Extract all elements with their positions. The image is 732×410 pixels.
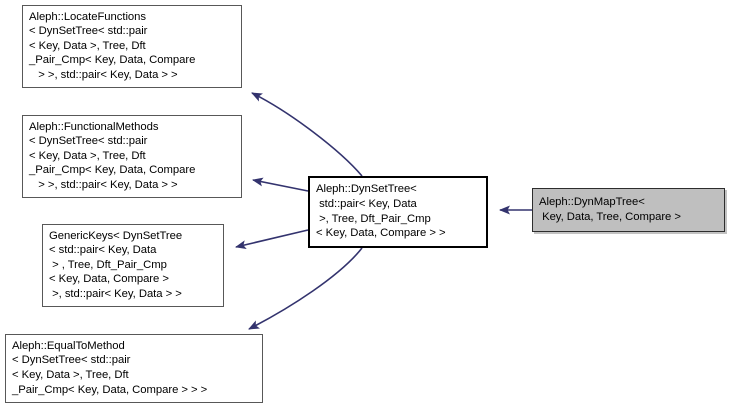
node-functional-methods-line-4: > >, std::pair< Key, Data > > — [29, 178, 178, 191]
node-generic-keys-line-2: > , Tree, Dft_Pair_Cmp — [49, 258, 167, 271]
node-functional-methods-line-1: < DynSetTree< std::pair — [29, 135, 148, 148]
node-dyn-set-tree-line-1: std::pair< Key, Data — [316, 197, 417, 210]
node-functional-methods-line-3: _Pair_Cmp< Key, Data, Compare — [29, 164, 196, 177]
node-generic-keys-line-4: >, std::pair< Key, Data > > — [49, 287, 182, 300]
node-dyn-set-tree[interactable]: Aleph::DynSetTree< std::pair< Key, Data … — [308, 176, 488, 248]
edge-dynsettree-to-generickeys — [235, 229, 309, 250]
node-functional-methods-line-2: < Key, Data >, Tree, Dft — [29, 149, 146, 162]
node-locate-functions-line-3: _Pair_Cmp< Key, Data, Compare — [29, 54, 196, 67]
node-equal-to-method[interactable]: Aleph::EqualToMethod < DynSetTree< std::… — [5, 334, 263, 403]
node-equal-to-method-line-0: Aleph::EqualToMethod — [12, 339, 125, 352]
node-locate-functions-line-1: < DynSetTree< std::pair — [29, 25, 148, 38]
node-dyn-map-tree[interactable]: Aleph::DynMapTree< Key, Data, Tree, Comp… — [532, 188, 725, 232]
node-equal-to-method-line-2: < Key, Data >, Tree, Dft — [12, 369, 129, 381]
node-dyn-set-tree-line-2: >, Tree, Dft_Pair_Cmp — [316, 212, 431, 225]
node-locate-functions-line-0: Aleph::LocateFunctions — [29, 10, 146, 23]
node-dyn-map-tree-line-0: Aleph::DynMapTree< — [539, 195, 645, 208]
node-equal-to-method-line-3: _Pair_Cmp< Key, Data, Compare > > > — [12, 383, 208, 396]
edge-dynsettree-to-equalto — [248, 247, 363, 330]
node-generic-keys-line-3: < Key, Data, Compare > — [49, 273, 169, 286]
edge-dynsettree-to-functional — [252, 177, 309, 192]
node-generic-keys[interactable]: GenericKeys< DynSetTree < std::pair< Key… — [42, 224, 224, 307]
edge-dynsettree-to-locate — [251, 92, 363, 177]
node-functional-methods-line-0: Aleph::FunctionalMethods — [29, 120, 159, 133]
node-equal-to-method-line-1: < DynSetTree< std::pair — [12, 354, 131, 367]
node-generic-keys-line-0: GenericKeys< DynSetTree — [49, 229, 183, 242]
node-functional-methods[interactable]: Aleph::FunctionalMethods < DynSetTree< s… — [22, 115, 242, 198]
node-locate-functions-line-2: < Key, Data >, Tree, Dft — [29, 39, 146, 52]
node-generic-keys-line-1: < std::pair< Key, Data — [49, 244, 157, 257]
node-dyn-set-tree-line-3: < Key, Data, Compare > > — [316, 227, 446, 240]
node-locate-functions-line-4: > >, std::pair< Key, Data > > — [29, 68, 178, 81]
node-locate-functions[interactable]: Aleph::LocateFunctions < DynSetTree< std… — [22, 5, 242, 88]
node-dyn-map-tree-line-1: Key, Data, Tree, Compare > — [539, 210, 681, 223]
node-dyn-set-tree-line-0: Aleph::DynSetTree< — [316, 183, 417, 196]
